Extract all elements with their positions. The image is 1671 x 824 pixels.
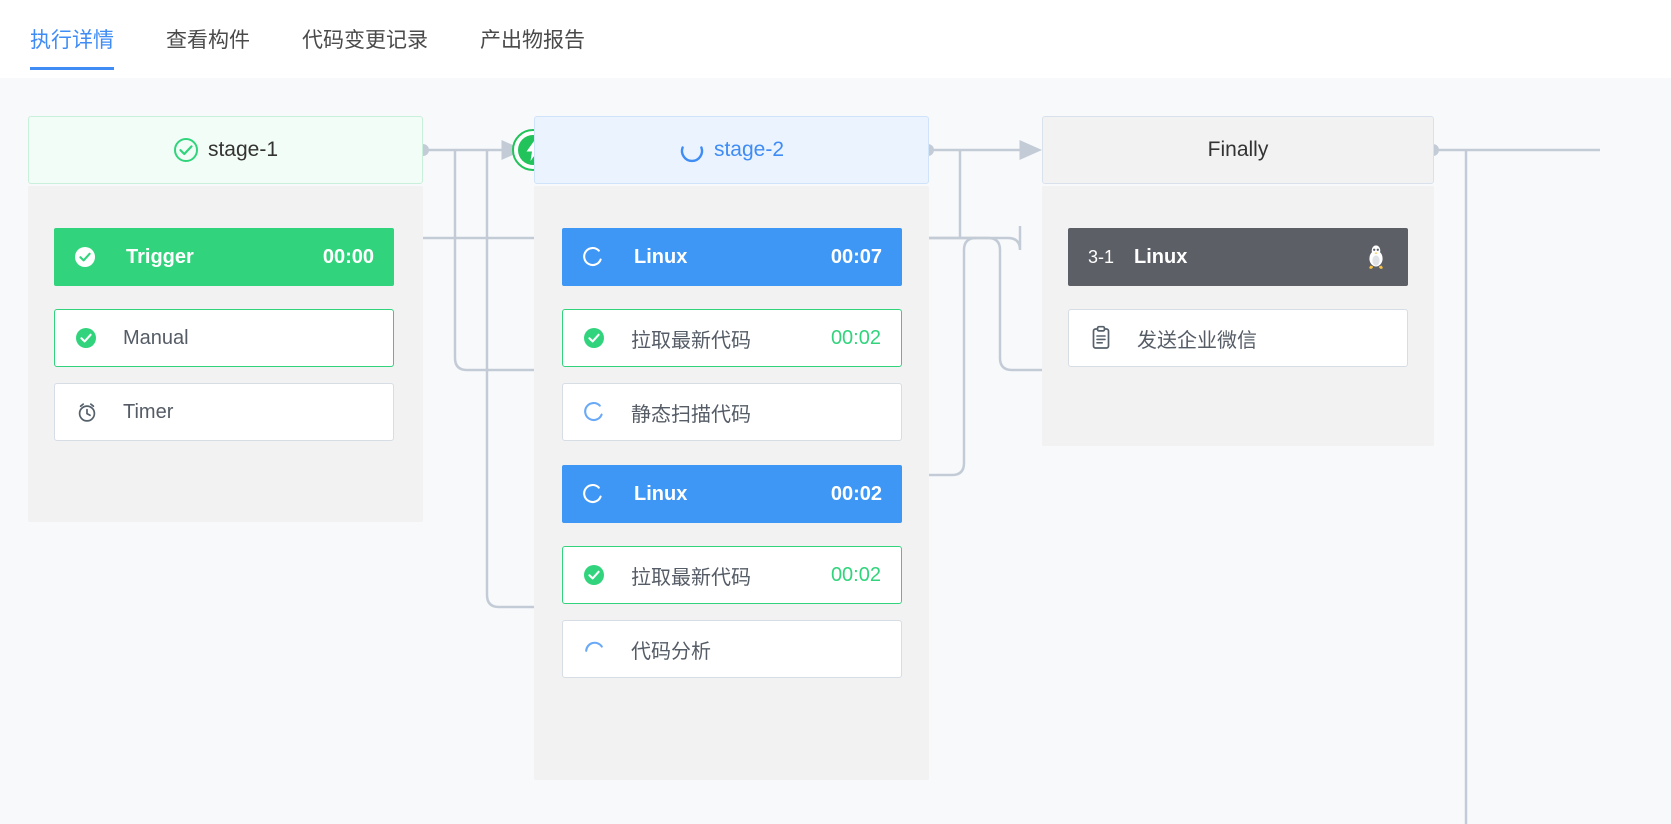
spinner-icon [582, 246, 612, 268]
spinner-icon [582, 483, 612, 505]
task-name: 拉取最新代码 [631, 566, 751, 589]
stage-title: stage-1 [207, 138, 279, 161]
task-duration: 00:02 [830, 563, 881, 586]
task-card-code-analysis[interactable]: 代码分析 [562, 620, 902, 678]
task-card-pull-latest-code-2[interactable]: 拉取最新代码 00:02 [562, 546, 902, 604]
task-card-pull-latest-code-1[interactable]: 拉取最新代码 00:02 [562, 309, 902, 367]
task-card-timer[interactable]: Timer [54, 383, 394, 441]
check-circle-filled-icon [75, 327, 107, 349]
tab-label: 产出物报告 [480, 29, 585, 52]
stage-header-1[interactable]: stage-1 [28, 116, 423, 184]
check-circle-filled-icon [583, 327, 615, 349]
clipboard-icon [1089, 325, 1121, 351]
job-name: Trigger [126, 245, 194, 268]
job-name: Linux [634, 482, 688, 505]
task-name: Timer [123, 400, 174, 423]
stage-column-2: stage-2 Linux 00:07 [534, 116, 929, 780]
job-duration: 00:02 [830, 482, 882, 505]
spinner-icon [583, 401, 615, 423]
stage-body-1: Trigger 00:00 Manual [28, 186, 423, 522]
task-name: Manual [123, 326, 189, 349]
job-duration: 00:07 [830, 245, 882, 268]
task-name: 静态扫描代码 [631, 403, 751, 426]
check-circle-outline-icon [173, 137, 199, 163]
linux-penguin-icon [1364, 244, 1388, 270]
job-bar-linux-finally[interactable]: 3-1 Linux [1068, 228, 1408, 286]
task-duration: 00:02 [830, 326, 881, 349]
stage-column-1: stage-1 Trigger 00:00 [28, 116, 423, 522]
stage-title: Finally [1207, 138, 1269, 161]
job-duration: 00:00 [322, 245, 374, 268]
tab-output-report[interactable]: 产出物报告 [480, 24, 585, 70]
job-bar-linux-1[interactable]: Linux 00:07 [562, 228, 902, 286]
tab-label: 查看构件 [166, 29, 250, 52]
alarm-clock-icon [75, 400, 107, 424]
stage-column-finally: Finally 3-1 Linux [1042, 116, 1434, 446]
task-name: 发送企业微信 [1137, 329, 1257, 352]
stage-body-2: Linux 00:07 拉取最新代码 00:02 [534, 186, 929, 780]
task-card-static-scan-code[interactable]: 静态扫描代码 [562, 383, 902, 441]
pipeline-canvas: stage-1 Trigger 00:00 [0, 78, 1671, 824]
check-circle-filled-icon [74, 246, 104, 268]
tab-code-change-log[interactable]: 代码变更记录 [302, 24, 428, 70]
task-name: 代码分析 [631, 640, 711, 663]
job-bar-linux-2[interactable]: Linux 00:02 [562, 465, 902, 523]
job-name: Linux [634, 245, 688, 268]
stage-title: stage-2 [713, 138, 785, 161]
tab-view-artifacts[interactable]: 查看构件 [166, 24, 250, 70]
spinner-icon [583, 638, 615, 660]
tab-label: 代码变更记录 [302, 29, 428, 52]
stage-body-finally: 3-1 Linux [1042, 186, 1434, 446]
tab-bar: 执行详情 查看构件 代码变更记录 产出物报告 [0, 0, 1671, 78]
task-card-send-wechat-work[interactable]: 发送企业微信 [1068, 309, 1408, 367]
spinner-icon [679, 137, 705, 163]
stage-header-finally[interactable]: Finally [1042, 116, 1434, 184]
task-name: 拉取最新代码 [631, 329, 751, 352]
job-bar-trigger[interactable]: Trigger 00:00 [54, 228, 394, 286]
check-circle-filled-icon [583, 564, 615, 586]
tab-label: 执行详情 [30, 29, 114, 52]
job-name: Linux [1134, 245, 1188, 268]
job-index: 3-1 [1088, 246, 1115, 267]
stage-header-2[interactable]: stage-2 [534, 116, 929, 184]
task-card-manual[interactable]: Manual [54, 309, 394, 367]
tab-execution-details[interactable]: 执行详情 [30, 24, 114, 70]
